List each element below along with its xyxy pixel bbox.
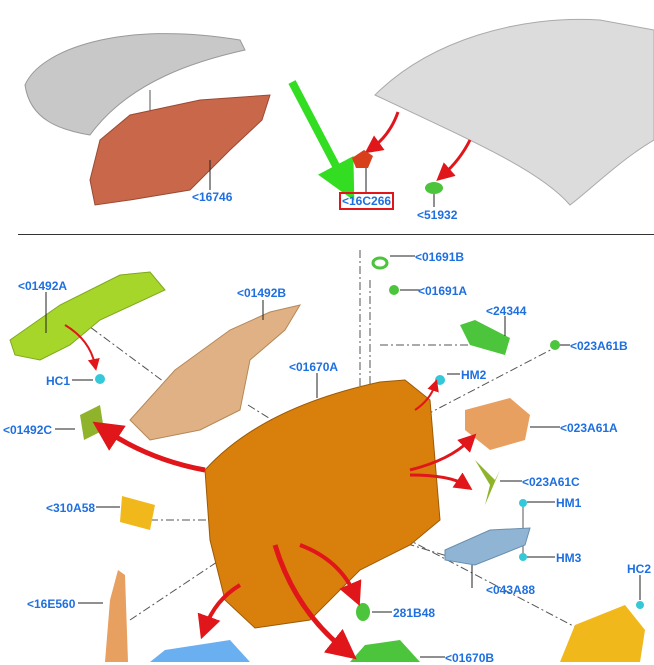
- callout-281B48[interactable]: 281B48: [393, 606, 436, 620]
- callout-01670A[interactable]: <01670A: [289, 360, 339, 374]
- part-16E560: [105, 570, 128, 662]
- part-24344: [460, 320, 510, 355]
- callout-01492B[interactable]: <01492B: [237, 286, 287, 300]
- part-01670B: [350, 640, 420, 662]
- callout-01492C[interactable]: <01492C: [3, 423, 53, 437]
- callout-24344[interactable]: <24344: [486, 304, 527, 318]
- callout-023A61C[interactable]: <023A61C: [522, 475, 580, 489]
- callout-16E560[interactable]: <16E560: [27, 597, 76, 611]
- callout-HM2[interactable]: HM2: [461, 368, 487, 382]
- part-01691B: [371, 256, 389, 270]
- callout-HM1[interactable]: HM1: [556, 496, 582, 510]
- callout-HC1[interactable]: HC1: [46, 374, 71, 388]
- part-yellow-cover: [560, 605, 645, 662]
- part-01492B: [129, 304, 302, 441]
- part-HC2: [636, 601, 644, 609]
- callout-023A61A[interactable]: <023A61A: [560, 421, 618, 435]
- hood-panel: [24, 33, 246, 136]
- part-023A61B: [550, 340, 560, 350]
- hood-insulator: [89, 94, 271, 206]
- part-281B48: [356, 603, 370, 621]
- section-divider: [18, 234, 654, 235]
- part-023A61C: [475, 460, 500, 505]
- callout-01492A[interactable]: <01492A: [18, 279, 68, 293]
- part-51932: [425, 182, 443, 194]
- callout-16C266[interactable]: <16C266: [338, 192, 395, 210]
- callout-023A61B[interactable]: <023A61B: [570, 339, 628, 353]
- callout-01691B[interactable]: <01691B: [415, 250, 465, 264]
- part-HM1: [519, 499, 527, 507]
- callout-01670B[interactable]: <01670B: [445, 651, 495, 665]
- part-01492A: [9, 271, 166, 361]
- part-01691A: [389, 285, 399, 295]
- callout-043A88[interactable]: <043A88: [486, 583, 536, 597]
- callout-01691A[interactable]: <01691A: [418, 284, 468, 298]
- callout-51932[interactable]: <51932: [417, 208, 458, 222]
- part-HM3: [519, 553, 527, 561]
- part-01670A: [204, 379, 441, 629]
- part-310A58: [120, 496, 155, 530]
- green-arrow: [288, 80, 355, 201]
- part-01492C: [80, 405, 104, 440]
- callout-310A58[interactable]: <310A58: [46, 501, 96, 515]
- roof-panel: [374, 18, 654, 206]
- part-HM2: [435, 375, 445, 385]
- part-lower-blue: [150, 640, 250, 662]
- callout-16746[interactable]: <16746: [192, 190, 233, 204]
- part-16C266: [352, 150, 373, 168]
- part-023A61A: [465, 398, 530, 450]
- part-HC1: [95, 374, 105, 384]
- part-043A88: [444, 527, 531, 566]
- callout-HM3[interactable]: HM3: [556, 551, 582, 565]
- callout-HC2[interactable]: HC2: [627, 562, 652, 576]
